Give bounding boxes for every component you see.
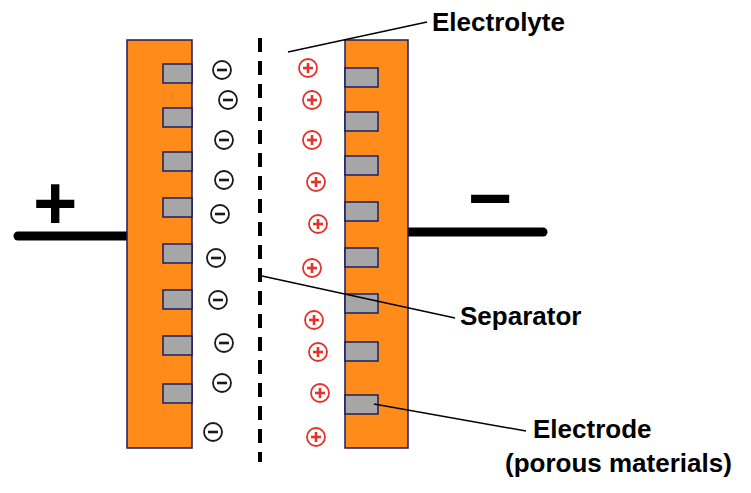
callout-label: Electrode (porous materials) (505, 413, 745, 481)
terminal-sign: − (468, 160, 512, 236)
porous-electrode (345, 68, 378, 414)
cation-symbol (309, 343, 327, 361)
porous-electrode (163, 64, 192, 403)
anion-group (204, 61, 237, 441)
cation-symbol (307, 173, 325, 191)
cation-symbol (303, 91, 321, 109)
cation-symbol (303, 259, 321, 277)
cation-symbol (303, 131, 321, 149)
terminal-sign: + (33, 165, 77, 241)
anion-symbol (207, 249, 225, 267)
anion-symbol (213, 374, 231, 392)
anion-symbol (211, 205, 229, 223)
anion-symbol (219, 91, 237, 109)
callout-label: Electrolyte (432, 8, 565, 38)
cation-group (299, 59, 329, 446)
leader-line (262, 276, 455, 318)
anion-symbol (215, 131, 233, 149)
separator-line (258, 38, 262, 462)
anion-symbol (209, 291, 227, 309)
anion-symbol (215, 334, 233, 352)
anion-symbol (215, 171, 233, 189)
anion-symbol (204, 423, 222, 441)
cation-symbol (307, 428, 325, 446)
anion-symbol (213, 61, 231, 79)
leader-line (374, 404, 526, 431)
cation-symbol (299, 59, 317, 77)
cation-symbol (305, 311, 323, 329)
leader-line (288, 22, 427, 52)
callout-label: Separator (460, 302, 581, 332)
cation-symbol (311, 384, 329, 402)
cation-symbol (309, 215, 327, 233)
current-collector (345, 40, 408, 448)
current-collector (127, 40, 192, 448)
